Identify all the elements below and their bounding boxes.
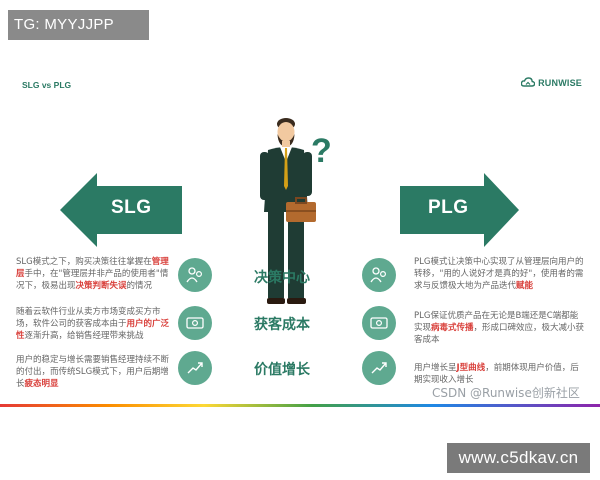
money-icon (370, 317, 388, 329)
slg-value-text: 用户的稳定与增长需要销售经理持续不断的付出，而传统SLG模式下，用户后期增长疲态… (16, 354, 174, 390)
slg-label: SLG (111, 197, 152, 218)
decision-circle-left (178, 258, 212, 292)
growth-icon (187, 362, 203, 374)
brand-logo: RUNWISE (521, 77, 582, 88)
body-text: 的情况 (126, 281, 153, 291)
body-text: 手中，在"管理层并非产品的使用者"情况下，极易出现 (16, 269, 169, 291)
body-text: 用户的稳定与增长需要销售经理持续不断的付出，而传统SLG模式下，用户后期增长 (16, 355, 170, 389)
site-watermark: www.c5dkav.cn (447, 443, 590, 473)
decision-circle-right (362, 258, 396, 292)
growth-icon (371, 362, 387, 374)
highlight-text: 决策判断失误 (75, 281, 127, 291)
decision-center-label: 决策中心 (254, 270, 310, 286)
body-text: 随着云软件行业从卖方市场变成买方市场，软件公司的获客成本由于 (16, 307, 161, 329)
value-growth-label: 价值增长 (254, 362, 310, 378)
body-text: ，前期体现用户价值，后期实现收入增长 (414, 363, 579, 385)
acquisition-circle-right (362, 306, 396, 340)
body-text: 用户增长呈 (414, 363, 457, 373)
plg-label: PLG (428, 197, 469, 218)
value-circle-right (362, 351, 396, 385)
value-circle-left (178, 351, 212, 385)
body-text: PLG保证优质产品在无论是B端还是C端都能实现 (414, 311, 579, 333)
highlight-text: 病毒式传播 (431, 323, 474, 333)
left-arrow-icon (60, 173, 182, 247)
highlight-text: 疲态明显 (24, 379, 59, 389)
rainbow-divider (0, 404, 600, 407)
slg-acquisition-text: 随着云软件行业从卖方市场变成买方市场，软件公司的获客成本由于用户的广泛性逐渐升高… (16, 306, 174, 342)
body-text: 逐渐升高，给销售经理带来挑战 (24, 331, 144, 341)
slg-decision-text: SLG模式之下，购买决策往往掌握在管理层手中，在"管理层并非产品的使用者"情况下… (16, 256, 174, 292)
csdn-credit: CSDN @Runwise创新社区 (432, 386, 580, 400)
highlight-text: 用户的广泛性 (16, 319, 170, 341)
body-text: SLG模式之下，购买决策往往掌握在 (16, 257, 152, 267)
plg-value-text: 用户增长呈J型曲线，前期体现用户价值，后期实现收入增长 (414, 362, 586, 386)
highlight-text: 赋能 (516, 281, 534, 291)
plg-acquisition-text: PLG保证优质产品在无论是B端还是C端都能实现病毒式传播，形成口碑效应，极大减小… (414, 310, 586, 346)
money-icon (186, 317, 204, 329)
cloud-logo-icon (521, 77, 536, 87)
highlight-text: 管理层 (16, 257, 169, 279)
body-text: PLG模式让决策中心实现了从管理层向用户的转移，"用的人说好才是真的好"，使用者… (414, 257, 584, 291)
slide-title: SLG vs PLG (22, 80, 72, 90)
top-tag: TG: MYYJJPP (8, 10, 149, 40)
acquisition-cost-label: 获客成本 (254, 317, 310, 333)
plg-decision-text: PLG模式让决策中心实现了从管理层向用户的转移，"用的人说好才是真的好"，使用者… (414, 256, 586, 292)
question-mark: ? (311, 132, 332, 170)
person-icon (186, 267, 203, 283)
highlight-text: J型曲线 (456, 363, 486, 373)
businessman-icon (260, 118, 316, 304)
acquisition-circle-left (178, 306, 212, 340)
body-text: ，形成口碑效应，极大减小获客成本 (414, 323, 585, 345)
right-arrow-icon (400, 173, 519, 247)
person-icon (370, 267, 387, 283)
brand-name: RUNWISE (538, 77, 582, 88)
slide: SLG vs PLG RUNWISE SLG PLG ? SLG模式之下，购买决… (0, 60, 600, 408)
